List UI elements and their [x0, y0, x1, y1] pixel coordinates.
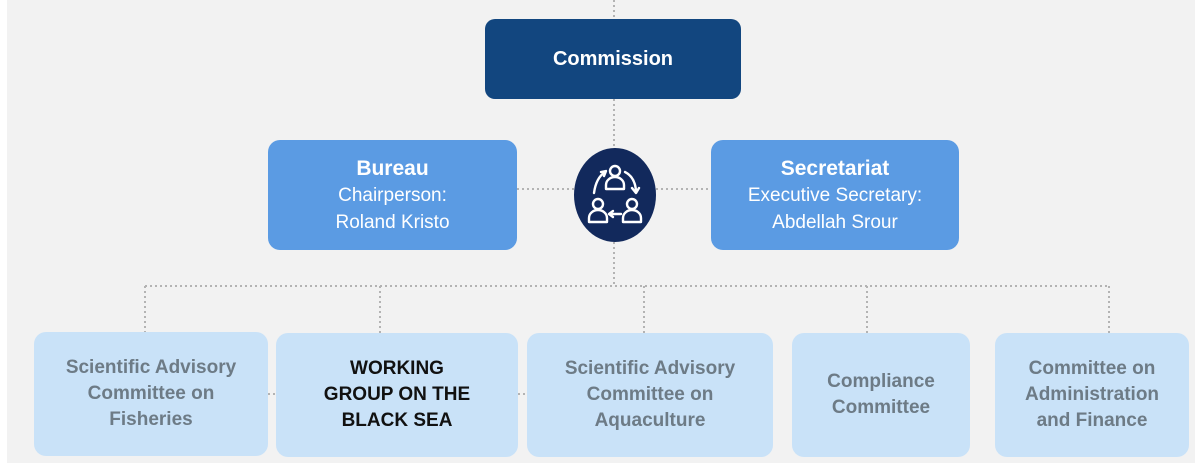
secretariat-box: Secretariat Executive Secretary: Abdella…	[711, 140, 959, 250]
administration-finance-committee-box: Committee on Administration and Finance	[995, 333, 1189, 457]
bureau-role: Chairperson:	[338, 184, 447, 206]
hub-circle	[574, 148, 656, 242]
committee-line: Committee on	[586, 384, 714, 405]
committee-line: Committee	[831, 397, 931, 418]
committee-line: Fisheries	[109, 409, 193, 430]
bureau-title: Bureau	[356, 156, 429, 180]
committee-line: Aquaculture	[594, 410, 706, 431]
compliance-committee-box: Compliance Committee	[792, 333, 970, 457]
committee-fisheries-box: Scientific Advisory Committee on Fisheri…	[34, 332, 268, 456]
secretariat-title: Secretariat	[780, 156, 890, 180]
secretariat-role: Executive Secretary:	[747, 184, 923, 206]
committee-line: Scientific Advisory	[564, 358, 736, 379]
committee-line: Committee on	[1028, 358, 1156, 379]
committee-line: Compliance	[827, 371, 935, 392]
bureau-box: Bureau Chairperson: Roland Kristo	[268, 140, 517, 250]
bureau-name: Roland Kristo	[335, 211, 450, 233]
committee-aquaculture-box: Scientific Advisory Committee on Aquacul…	[527, 333, 773, 457]
people-cycle-icon	[587, 164, 643, 224]
commission-box: Commission	[485, 19, 741, 99]
committee-line: GROUP ON THE	[323, 384, 471, 405]
commission-title: Commission	[552, 47, 674, 70]
committee-line: Committee on	[87, 383, 215, 404]
committee-line: Administration	[1024, 384, 1160, 405]
committee-line: WORKING	[350, 358, 444, 379]
secretariat-name: Abdellah Srour	[772, 211, 898, 233]
working-group-black-sea-box: WORKING GROUP ON THE BLACK SEA	[276, 333, 518, 457]
committee-line: Scientific Advisory	[65, 357, 237, 378]
committee-line: BLACK SEA	[341, 410, 453, 431]
committee-line: and Finance	[1036, 410, 1148, 431]
